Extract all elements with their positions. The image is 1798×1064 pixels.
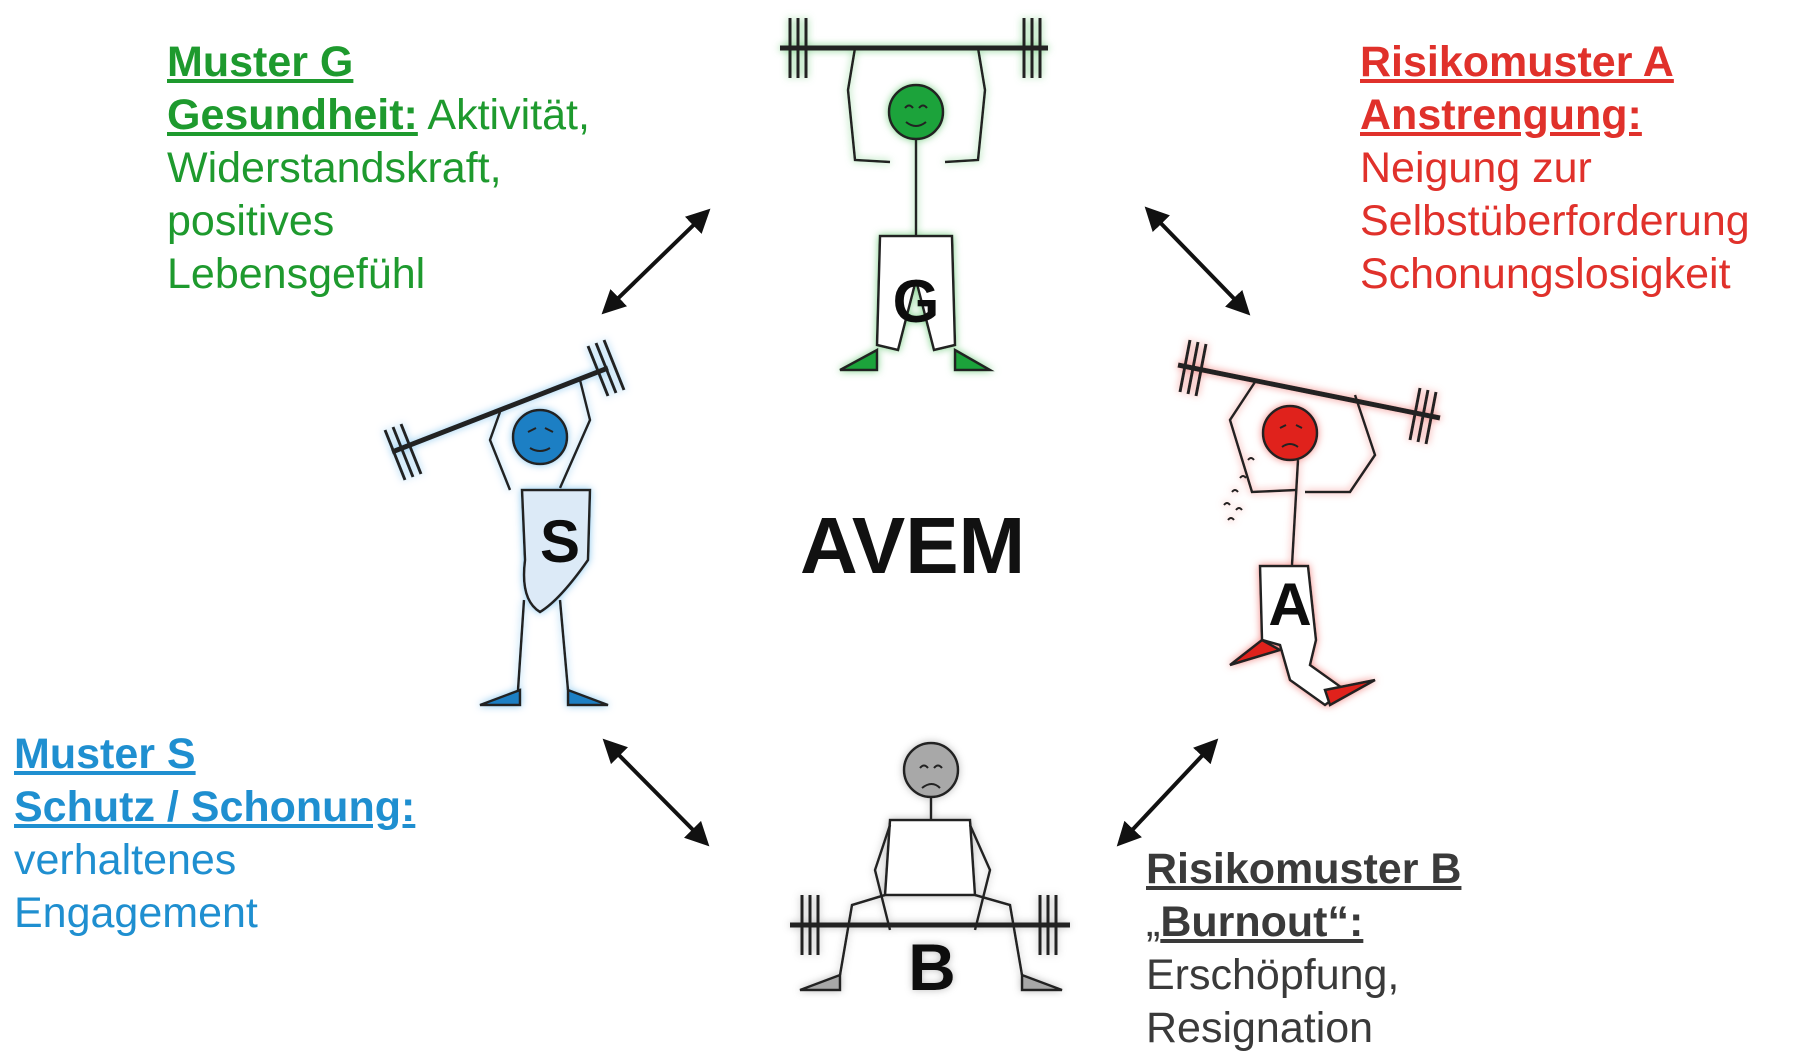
- pattern-g-name: Gesundheit:: [167, 91, 418, 139]
- pattern-b-quote: „: [1146, 898, 1161, 946]
- arrow-g-a: [1144, 206, 1251, 316]
- pattern-b-heading: Risikomuster B: [1146, 845, 1462, 893]
- figure-b-letter: B: [908, 930, 956, 1004]
- pattern-s-line: Engagement: [14, 889, 258, 937]
- pattern-s-heading: Muster S: [14, 730, 196, 778]
- pattern-a-text: Risikomuster A Anstrengung: Neigung zur …: [1360, 36, 1750, 301]
- figure-a: A: [1177, 339, 1441, 707]
- pattern-b-line: Resignation: [1146, 1004, 1374, 1052]
- pattern-g-heading: Muster G: [167, 38, 354, 86]
- pattern-g-line: positives: [167, 197, 335, 245]
- pattern-a-heading: Risikomuster A: [1360, 38, 1674, 86]
- pattern-b-line: Erschöpfung,: [1146, 951, 1400, 999]
- arrow-g-s: [601, 208, 711, 315]
- pattern-a-line: Neigung zur: [1360, 144, 1592, 192]
- pattern-a-name: Anstrengung:: [1360, 91, 1642, 139]
- pattern-a-line: Selbstüberforderung: [1360, 197, 1750, 245]
- pattern-g-line: Widerstandskraft,: [167, 144, 502, 192]
- pattern-b-name: Burnout“:: [1160, 898, 1364, 946]
- pattern-a-line: Schonungslosigkeit: [1360, 250, 1731, 298]
- figure-s: S: [383, 339, 626, 707]
- pattern-b-text: Risikomuster B „Burnout“: Erschöpfung, R…: [1146, 843, 1461, 1055]
- pattern-g-line: Lebensgefühl: [167, 250, 426, 298]
- pattern-g-text: Muster G Gesundheit: Aktivität, Widersta…: [167, 36, 590, 301]
- arrow-a-b: [1116, 738, 1219, 847]
- figure-b: B: [790, 741, 1070, 1004]
- center-title: AVEM: [800, 501, 1026, 590]
- figure-g-letter: G: [893, 268, 940, 335]
- pattern-s-text: Muster S Schutz / Schonung: verhaltenes …: [14, 728, 415, 940]
- pattern-g-desc-first: Aktivität,: [427, 91, 590, 139]
- pattern-s-name: Schutz / Schonung:: [14, 783, 416, 831]
- figure-s-letter: S: [540, 508, 580, 575]
- arrow-s-b: [602, 738, 710, 847]
- figure-a-letter: A: [1268, 571, 1311, 638]
- figure-g: G: [780, 18, 1048, 372]
- pattern-s-line: verhaltenes: [14, 836, 237, 884]
